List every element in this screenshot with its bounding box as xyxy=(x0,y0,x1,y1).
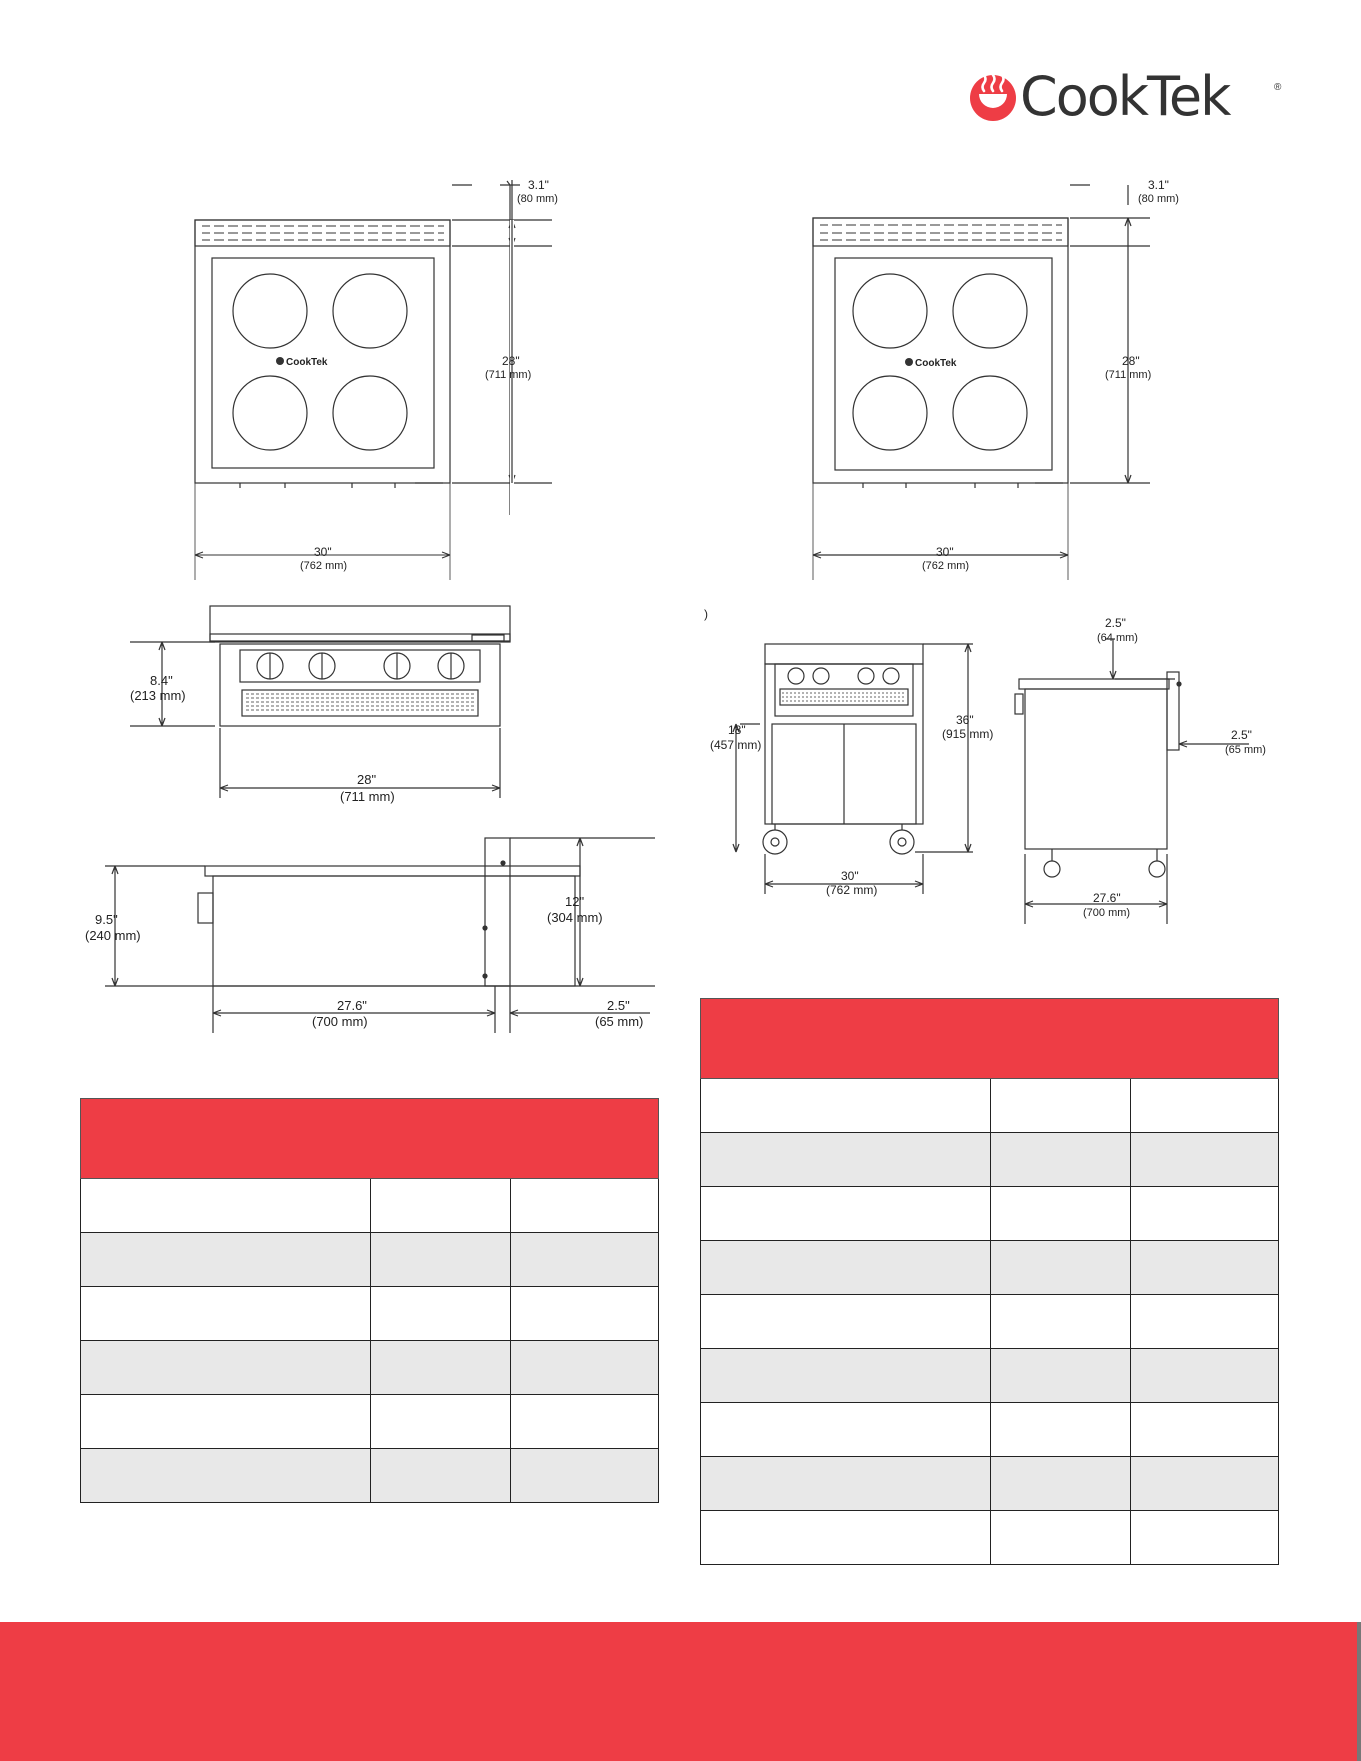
spec-table-right xyxy=(700,998,1279,1565)
table-row xyxy=(700,1294,1279,1349)
rear-dim-mm: (65 mm) xyxy=(1225,744,1266,756)
table-header xyxy=(700,998,1279,1079)
registered-mark: ® xyxy=(1274,82,1282,93)
rear-dim-mm: (65 mm) xyxy=(595,1014,643,1029)
total-height-mm: (915 mm) xyxy=(942,727,993,741)
height-dim-in: 8.4" xyxy=(150,673,173,688)
table-row xyxy=(80,1232,659,1287)
top-view-drawing-left: CookTek 3.1" (80 mm) 28" (711 mm) 30" (7… xyxy=(194,180,558,580)
rear-dim-in: 2.5" xyxy=(1231,728,1252,742)
cabinet-height-in: 18" xyxy=(728,723,746,737)
spec-table-left xyxy=(80,1098,659,1503)
burner-3 xyxy=(232,375,308,451)
depth-dim-in: 28" xyxy=(502,354,520,368)
cabinet-height-mm: (457 mm) xyxy=(710,738,761,752)
height-dim-mm: (240 mm) xyxy=(85,928,141,943)
paren-mark: ) xyxy=(704,607,708,621)
table-row xyxy=(700,1132,1279,1187)
burner-2 xyxy=(332,273,408,349)
burner-1 xyxy=(232,273,308,349)
rear-height-mm: (304 mm) xyxy=(547,910,603,925)
cooktop-label: CookTek xyxy=(915,358,957,369)
stand-side-view-drawing: 2.5" (64 mm) 2.5" (65 mm) 27.6" (700 mm) xyxy=(1014,616,1266,924)
width-dim-mm: (762 mm) xyxy=(922,560,969,572)
table-row xyxy=(80,1286,659,1341)
table-row xyxy=(80,1178,659,1233)
table-row xyxy=(700,1186,1279,1241)
depth-dim-in: 28" xyxy=(1122,354,1140,368)
top-dim-mm: (80 mm) xyxy=(517,193,558,205)
depth-dim-mm: (700 mm) xyxy=(1083,907,1130,919)
logo-wordmark: CookTek xyxy=(1020,65,1231,128)
width-dim-mm: (762 mm) xyxy=(300,560,347,572)
height-dim-in: 9.5" xyxy=(95,912,118,927)
stand-front-view-drawing: ) 18" (457 mm) 36" (915 mm) 30" (762 mm) xyxy=(704,607,993,897)
table-row xyxy=(700,1402,1279,1457)
table-row xyxy=(700,1240,1279,1295)
rear-height-in: 12" xyxy=(565,894,584,909)
depth-dim-mm: (711 mm) xyxy=(485,369,531,381)
width-dim-mm: (711 mm) xyxy=(340,789,395,804)
table-row xyxy=(700,1348,1279,1403)
cooktek-logo: CookTek ® xyxy=(968,65,1282,128)
table-row xyxy=(700,1456,1279,1511)
flame-logo-icon xyxy=(970,73,1016,121)
total-height-in: 36" xyxy=(956,713,974,727)
table-row xyxy=(80,1340,659,1395)
side-view-drawing: 9.5" (240 mm) 12" (304 mm) 27.6" (700 mm… xyxy=(85,837,655,1033)
burner-4 xyxy=(332,375,408,451)
top-dim-in: 2.5" xyxy=(1105,616,1126,630)
width-dim-in: 30" xyxy=(841,869,859,883)
depth-dim-in: 27.6" xyxy=(1093,891,1121,905)
depth-dim-mm: (711 mm) xyxy=(1105,369,1151,381)
top-dim-mm: (64 mm) xyxy=(1097,632,1138,644)
vent-slots xyxy=(202,225,444,241)
footer-edge xyxy=(1357,1622,1361,1761)
table-row xyxy=(700,1510,1279,1565)
top-dim-in: 3.1" xyxy=(528,180,549,192)
table-row xyxy=(80,1448,659,1503)
footer-band xyxy=(0,1622,1361,1761)
width-dim-mm: (762 mm) xyxy=(826,883,877,897)
table-row xyxy=(700,1078,1279,1133)
front-view-drawing: 8.4" (213 mm) 28" (711 mm) xyxy=(130,605,511,804)
top-dim-mm: (80 mm) xyxy=(1138,193,1179,205)
rear-dim-in: 2.5" xyxy=(607,998,630,1013)
width-dim-in: 30" xyxy=(314,545,332,559)
depth-dim-mm: (700 mm) xyxy=(312,1014,368,1029)
table-header xyxy=(80,1098,659,1179)
cooktop-label: CookTek xyxy=(286,357,328,368)
width-dim-in: 28" xyxy=(357,772,376,787)
table-row xyxy=(80,1394,659,1449)
top-dim-in: 3.1" xyxy=(1148,180,1169,192)
top-view-drawing-right: CookTek 3.1" (80 mm) 28" (711 mm) 30" (7… xyxy=(812,180,1179,580)
depth-dim-in: 27.6" xyxy=(337,998,367,1013)
height-dim-mm: (213 mm) xyxy=(130,688,186,703)
width-dim-in: 30" xyxy=(936,545,954,559)
